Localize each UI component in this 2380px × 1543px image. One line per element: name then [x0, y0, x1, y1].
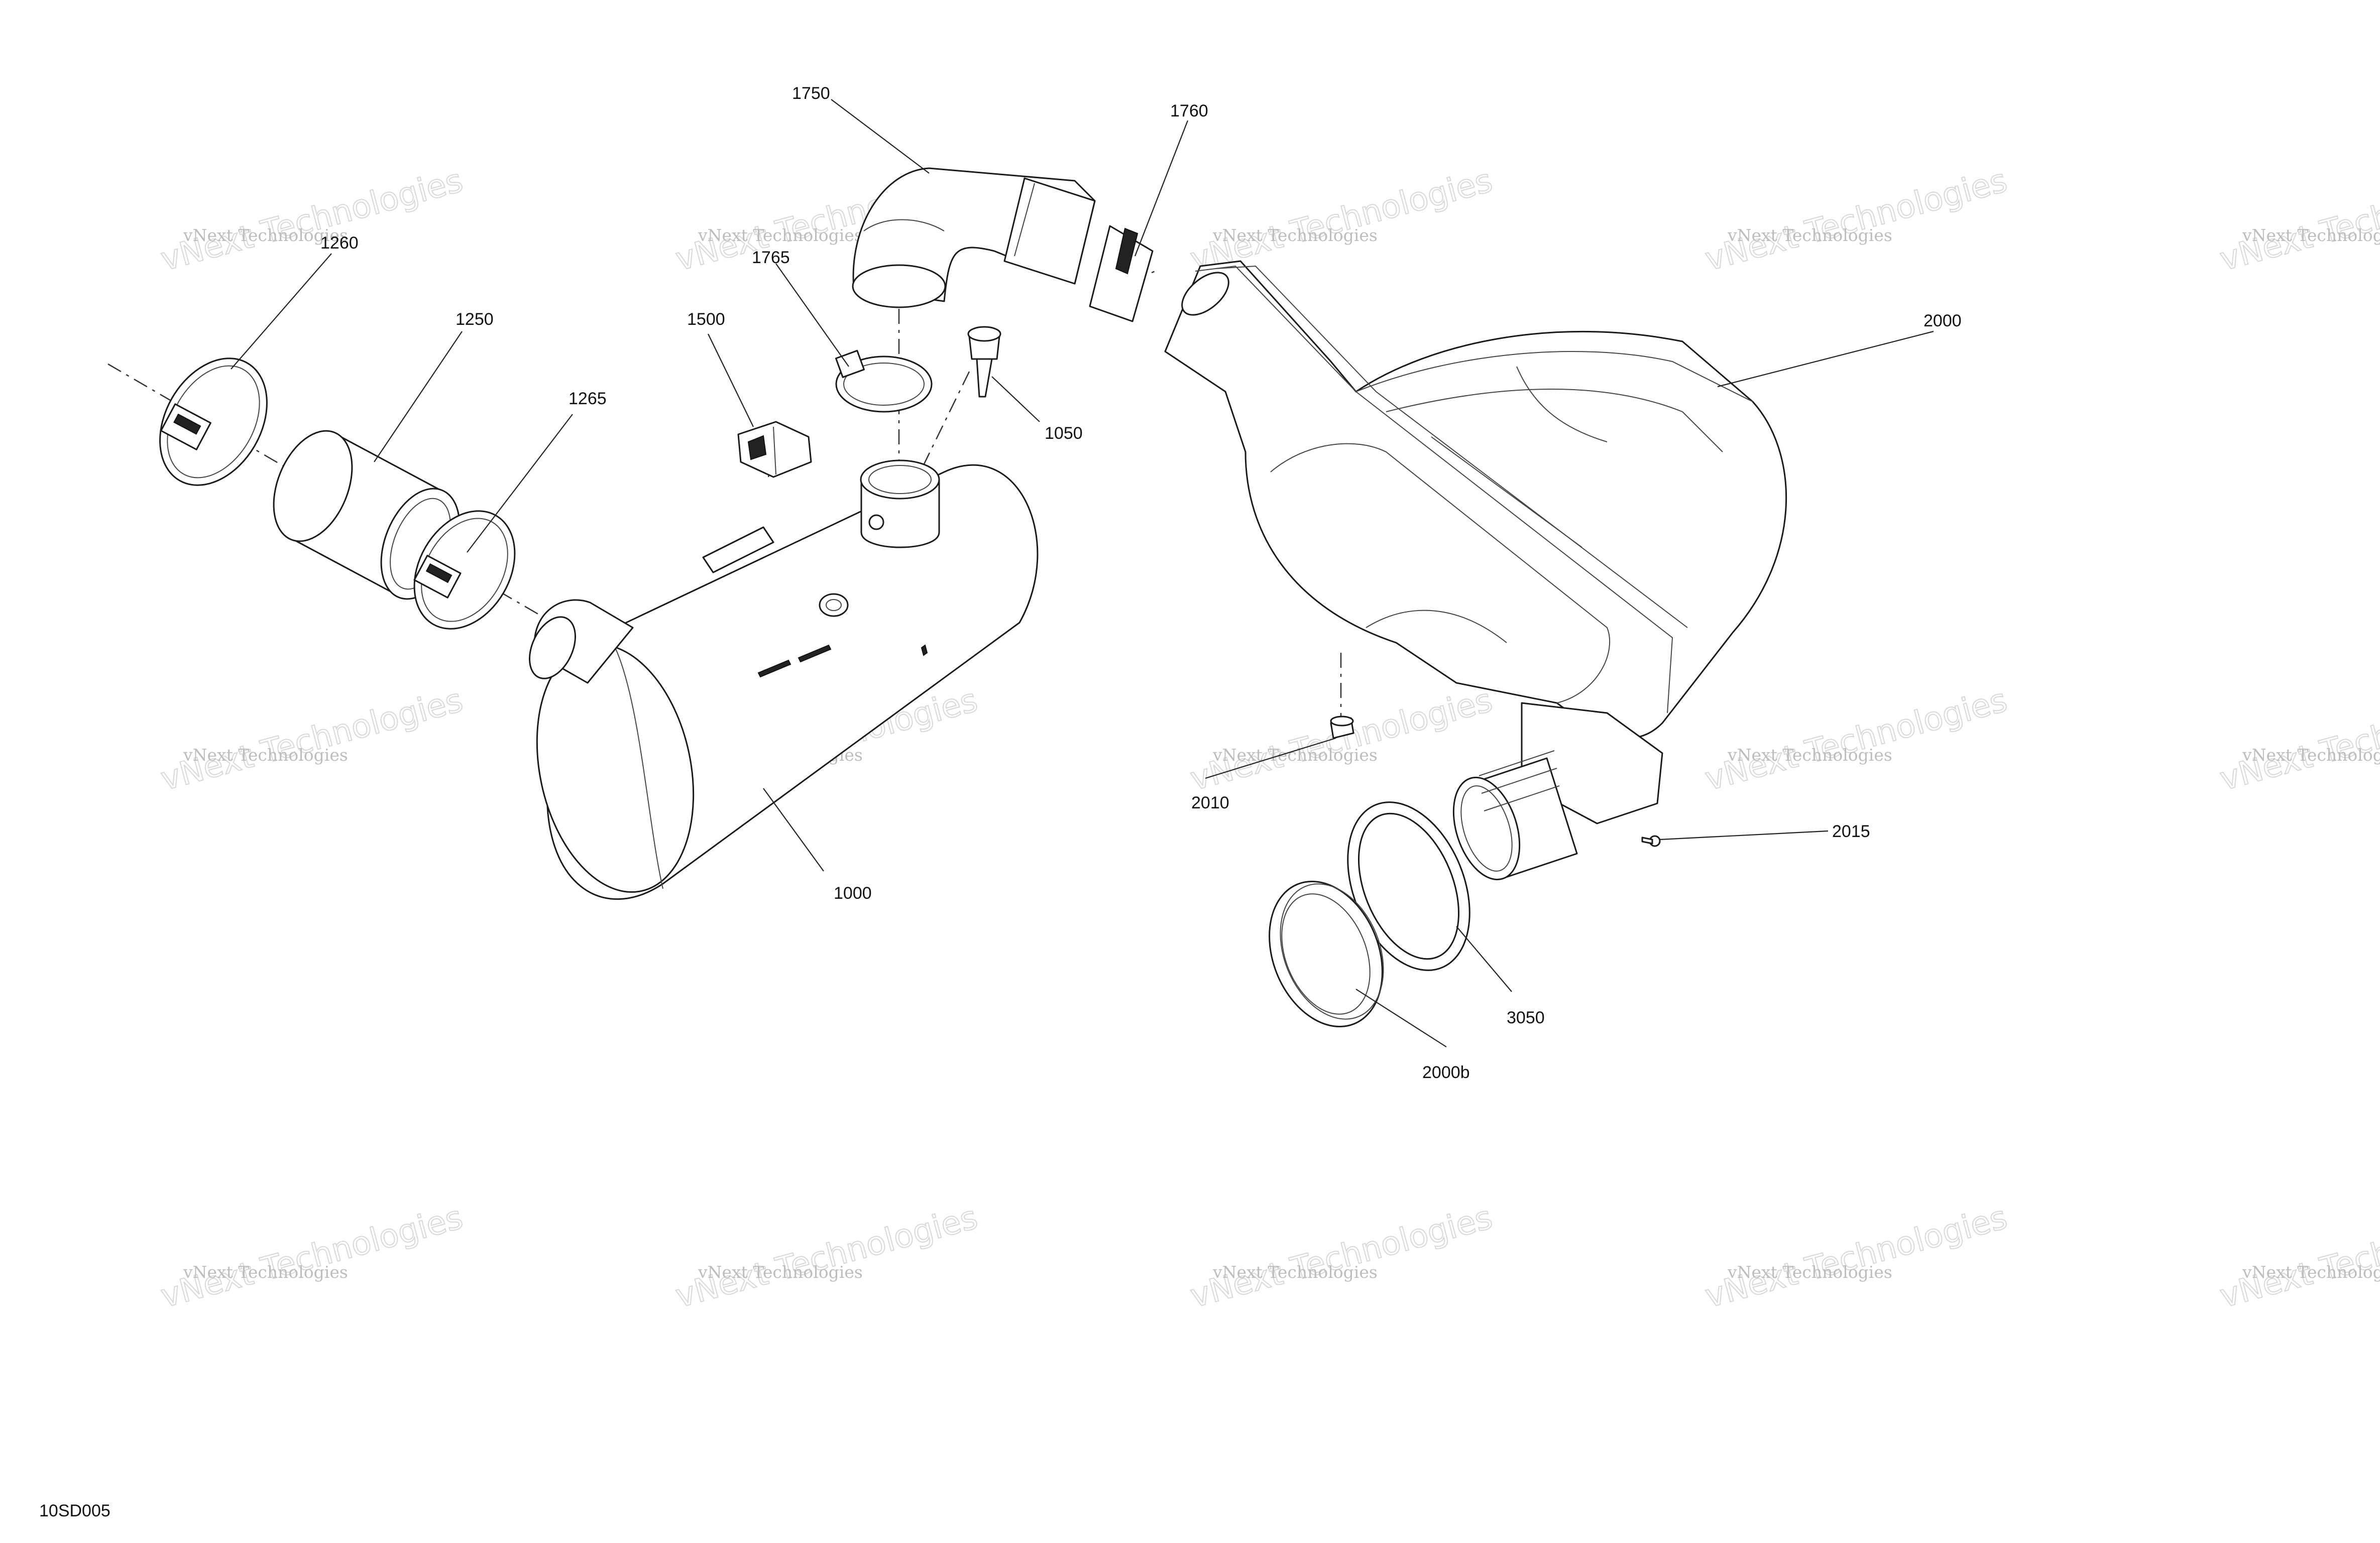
watermark-text: vNext Technologies — [698, 225, 863, 245]
callout-1260: 1260 — [320, 233, 359, 253]
watermark-text: vNext Technologies — [1212, 745, 1378, 765]
callout-2000: 2000 — [1923, 311, 1962, 330]
watermark-text: vNext Technologies — [183, 1262, 348, 1282]
svg-text:vNext Technologies: vNext Technologies — [2216, 162, 2380, 279]
svg-text:vNext Technologies: vNext Technologies — [1702, 162, 2011, 279]
gasket-3050-part — [1347, 801, 1470, 971]
svg-text:vNext Technologies: vNext Technologies — [2216, 682, 2380, 798]
watermark-text: vNext Technologies — [1212, 1262, 1378, 1282]
callout-1760: 1760 — [1170, 101, 1208, 121]
sensor-1500-part — [737, 421, 812, 478]
watermark-text: vNext Technologies — [2242, 745, 2380, 765]
silencer-2000-part — [1164, 260, 1787, 881]
coupler-1760-part — [1089, 225, 1154, 322]
watermark-text: vNext Technologies — [2242, 1262, 2380, 1282]
callout-1765: 1765 — [752, 248, 790, 267]
leader-lines — [231, 99, 1934, 1047]
callout-1500: 1500 — [687, 310, 725, 329]
watermark: vNext Technologies — [157, 681, 468, 799]
svg-text:vNext Technologies: vNext Technologies — [157, 162, 467, 279]
svg-text:vNext Technologies: vNext Technologies — [157, 1199, 467, 1316]
watermark: vNext Technologies — [1701, 1199, 2012, 1316]
watermark: vNext Technologies — [1186, 162, 1497, 279]
callout-2015: 2015 — [1832, 822, 1870, 841]
watermark: vNext Technologies — [671, 1199, 982, 1316]
svg-text:vNext Technologies: vNext Technologies — [1702, 1199, 2011, 1316]
watermark-text: vNext Technologies — [183, 745, 348, 765]
sensor-1050-part — [967, 326, 1001, 398]
clamp-1265-part — [413, 510, 516, 630]
screw-2015-part — [1641, 835, 1661, 847]
watermark: vNext Technologies — [1186, 681, 1497, 799]
callout-3050: 3050 — [1507, 1008, 1545, 1027]
watermark: vNext Technologies — [1186, 1199, 1497, 1316]
svg-text:vNext Technologies: vNext Technologies — [2216, 1199, 2380, 1316]
watermark-text: vNext Technologies — [698, 1262, 863, 1282]
svg-text:vNext Technologies: vNext Technologies — [672, 1199, 982, 1316]
watermark: vNext Technologies — [1701, 162, 2012, 279]
svg-text:vNext Technologies: vNext Technologies — [1187, 1199, 1497, 1316]
watermark: vNext Technologies — [2216, 1199, 2380, 1316]
watermark: vNext Technologies — [2216, 162, 2380, 279]
lock-ring-2000b-part — [1269, 880, 1384, 1028]
watermark: vNext Technologies — [2216, 681, 2380, 799]
elbow-1750-part — [852, 167, 1096, 308]
clamp-1765-part — [835, 349, 933, 413]
callout-1750: 1750 — [792, 84, 830, 103]
watermark: vNext Technologies — [1701, 681, 2012, 799]
callout-1250: 1250 — [456, 310, 494, 329]
watermark-text: vNext Technologies — [183, 225, 348, 245]
svg-text:vNext Technologies: vNext Technologies — [1702, 682, 2011, 798]
muffler-1000-part — [529, 459, 1039, 900]
figure-code: 10SD005 — [39, 1501, 110, 1520]
watermark-text: vNext Technologies — [1727, 745, 1892, 765]
watermark-text: vNext Technologies — [2242, 225, 2380, 245]
callout-2000b: 2000b — [1422, 1063, 1470, 1082]
svg-text:vNext Technologies: vNext Technologies — [157, 682, 467, 798]
watermark: vNext Technologies — [157, 162, 468, 279]
svg-text:vNext Technologies: vNext Technologies — [1187, 162, 1497, 279]
watermark-text: vNext Technologies — [1727, 1262, 1892, 1282]
callout-labels: 1760 1750 1260 1765 1250 1500 1265 1050 … — [320, 84, 1962, 1082]
callout-2010: 2010 — [1191, 793, 1229, 812]
callout-1000: 1000 — [834, 884, 872, 903]
watermark-text: vNext Technologies — [1727, 225, 1892, 245]
watermark: vNext Technologies — [157, 1199, 468, 1316]
watermark-text: vNext Technologies — [1212, 225, 1378, 245]
callout-1265: 1265 — [569, 389, 607, 408]
callout-1050: 1050 — [1045, 424, 1083, 443]
nut-2010-part — [1330, 716, 1354, 739]
clamp-1260-part — [159, 358, 268, 486]
svg-text:vNext Technologies: vNext Technologies — [1187, 682, 1497, 798]
